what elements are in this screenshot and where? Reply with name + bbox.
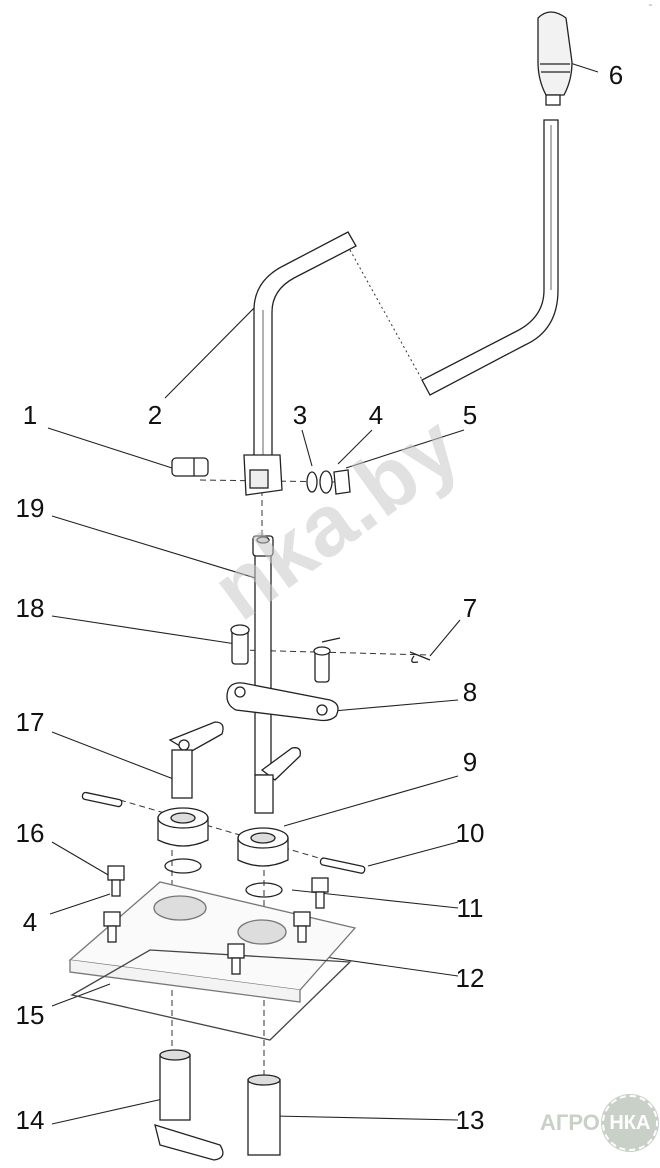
part-12-plate — [68, 881, 357, 1003]
part-label-16: 16 — [15, 818, 45, 848]
part-11-rings — [164, 858, 283, 898]
leader-lines — [47, 61, 599, 1125]
part-label-11: 11 — [456, 893, 484, 923]
part-18-pin — [230, 624, 250, 665]
part-label-4: 4 — [368, 400, 384, 430]
corner-mark: ™ — [648, 3, 652, 8]
part-label-5: 5 — [462, 400, 478, 430]
part-8-link — [226, 682, 339, 722]
bolts — [103, 865, 329, 975]
rod-arm — [254, 747, 301, 814]
logo-circle: НКА — [601, 1095, 658, 1151]
part-15-gasket — [70, 949, 352, 1041]
part-label-13: 13 — [455, 1105, 485, 1135]
part-14-shaft — [154, 1049, 224, 1161]
part-label-10: 10 — [455, 818, 485, 848]
part-17-arm — [168, 721, 224, 799]
washers-nut — [306, 469, 351, 495]
lever-lower — [421, 119, 559, 396]
part-9-collars — [157, 807, 289, 867]
part-label-3: 3 — [292, 400, 308, 430]
part-label-1: 1 — [22, 400, 38, 430]
part-label-18: 18 — [15, 593, 45, 623]
agronka-logo: АГРО НКА — [540, 1095, 658, 1151]
part-2-lever — [243, 231, 357, 496]
logo-text-left: АГРО — [540, 1110, 600, 1135]
part-label-17: 17 — [15, 707, 45, 737]
part-1-pin — [171, 457, 209, 477]
part-label-15: 15 — [15, 1000, 45, 1030]
part-label-6: 6 — [608, 60, 624, 90]
part-label-14: 14 — [15, 1105, 45, 1135]
part-label-7: 7 — [462, 593, 478, 623]
pin-second — [313, 646, 331, 683]
part-10-pins — [81, 791, 366, 874]
part-19-rod — [252, 535, 274, 776]
part-label-4b: 4 — [22, 907, 38, 937]
part-label-12: 12 — [455, 963, 485, 993]
part-7-cotter — [321, 637, 431, 664]
part-label-9: 9 — [462, 747, 478, 777]
part-label-8: 8 — [462, 677, 478, 707]
part-13-shaft — [247, 1074, 281, 1156]
part-label-2: 2 — [147, 400, 163, 430]
part-label-19: 19 — [15, 493, 45, 523]
part-6-knob — [537, 11, 573, 106]
